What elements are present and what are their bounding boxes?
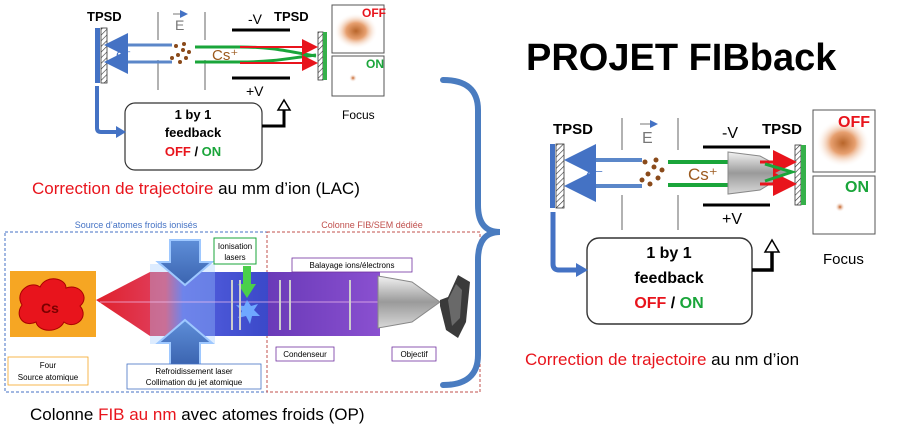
ion-column-beam: [268, 272, 380, 336]
small-right-detector-pixels: [323, 32, 327, 80]
ionisation-spark-icon: [236, 300, 260, 324]
large-plus-v-label: +V: [722, 211, 742, 228]
ionisation-box: [213, 237, 257, 265]
caption-nm: Correction de trajectoire au nm d’ion: [525, 350, 799, 369]
small-feedback-output-arrowhead: [276, 98, 292, 111]
grouping-brace: [440, 77, 501, 388]
small-feedback-line1: 1 by 1: [175, 107, 212, 122]
small-feedback-output-arrow: [262, 108, 286, 128]
large-minus-v-label: -V: [722, 125, 738, 142]
large-feedback-output-arrowhead: [763, 238, 781, 253]
large-focus-on-label: ON: [845, 179, 869, 196]
large-setup: TPSD TPSD E -V +V e⁻ Cs⁺ OFF: [550, 109, 876, 325]
small-feedback-input-arrow: [95, 86, 118, 134]
fib-column-schematic: Source d’atomes froids ionisés Colonne F…: [4, 220, 481, 393]
large-feedback-output-arrow: [752, 250, 774, 272]
cs-label: Cs: [41, 300, 59, 316]
cs-cloud: [18, 278, 85, 331]
four-box: [7, 356, 89, 386]
large-tpsd-left-label: TPSD: [553, 121, 593, 138]
ionisation-label-line2: lasers: [224, 253, 245, 262]
atomic-beam: [96, 272, 270, 336]
small-plus-v-label: +V: [246, 83, 264, 99]
refroidissement-label-line2: Collimation du jet atomique: [146, 378, 243, 387]
refroidissement-box: [126, 363, 262, 390]
caption-op: Colonne FIB au nm avec atomes froids (OP…: [30, 405, 365, 424]
small-tpsd-left-label: TPSD: [87, 9, 122, 24]
large-focus-off-spot: [816, 119, 870, 167]
large-feedback-line2: feedback: [634, 270, 703, 287]
small-focus-on-box: [331, 55, 385, 97]
small-atom-cloud: [170, 42, 191, 64]
small-focus-on-spot: [349, 74, 357, 82]
large-left-detector-pixels: [550, 144, 555, 208]
large-left-detector: [555, 143, 565, 209]
small-tpsd-right-label: TPSD: [274, 9, 309, 24]
small-cesium-label: Cs⁺: [212, 47, 238, 64]
column-electrodes: [231, 280, 351, 330]
condenseur-box: [275, 346, 335, 362]
small-right-detector: [317, 31, 324, 81]
small-left-detector: [100, 27, 108, 84]
source-title: Source d’atomes froids ionisés: [75, 220, 198, 230]
small-left-detector-pixels: [95, 28, 100, 83]
large-feedback-input-arrow: [550, 212, 578, 273]
small-feedback-input-arrowhead: [116, 126, 126, 138]
balayage-box: [291, 257, 413, 273]
project-title: PROJET FIBback: [526, 37, 837, 79]
large-focus-off-label: OFF: [838, 114, 870, 131]
large-atom-cloud: [639, 157, 665, 187]
small-focus-on-label: ON: [366, 57, 384, 71]
condenseur-label: Condenseur: [283, 350, 327, 359]
caption-lac: Correction de trajectoire au mm d’ion (L…: [32, 179, 360, 198]
small-setup: TPSD TPSD E -V +V e⁻ Cs⁺: [87, 4, 386, 171]
large-lens-cone: [727, 151, 792, 195]
refroidissement-label-line1: Refroidissement laser: [155, 367, 233, 376]
large-feedback-box: [586, 237, 753, 325]
objectif-label: Objectif: [400, 350, 428, 359]
small-e-field-label: E: [175, 17, 184, 33]
large-cesium-label: Cs⁺: [688, 165, 718, 184]
small-focus-off-spot: [334, 13, 378, 49]
small-minus-v-label: -V: [248, 11, 263, 27]
large-feedback-input-arrowhead: [576, 263, 588, 277]
four-label-line1: Four: [40, 361, 57, 370]
large-electron-label: e⁻: [586, 167, 603, 184]
ionisation-laser-arrow: [238, 266, 256, 298]
cooling-laser-top-arrow: [155, 239, 215, 287]
small-electron-label: e⁻: [116, 46, 131, 62]
small-focus-label: Focus: [342, 108, 375, 122]
large-focus-label: Focus: [823, 251, 864, 268]
column-title: Colonne FIB/SEM dédiée: [321, 220, 423, 230]
large-focused-trajectory: [764, 162, 797, 183]
large-right-detector-pixels: [801, 145, 806, 205]
large-feedback-state: OFF / ON: [634, 295, 703, 312]
small-feedback-line2: feedback: [165, 125, 222, 140]
objective-lens: [377, 275, 441, 329]
small-feedback-state: OFF / ON: [165, 144, 221, 159]
small-feedback-box: [124, 102, 263, 171]
large-e-field-label: E: [642, 130, 653, 147]
four-label-line2: Source atomique: [18, 373, 79, 382]
large-right-detector: [794, 144, 802, 206]
large-focus-on-spot: [835, 202, 845, 212]
large-tpsd-right-label: TPSD: [762, 121, 802, 138]
ionisation-label-line1: Ionisation: [218, 242, 252, 251]
balayage-label: Balayage ions/électrons: [310, 261, 395, 270]
small-focus-off-label: OFF: [362, 6, 386, 20]
large-feedback-line1: 1 by 1: [646, 245, 691, 262]
objectif-box: [391, 346, 437, 362]
